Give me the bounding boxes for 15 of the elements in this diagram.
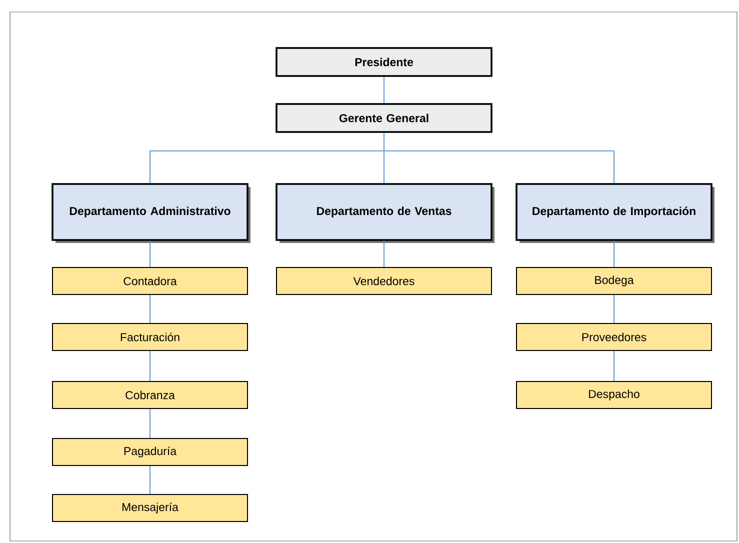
- unit-box: Cobranza: [52, 381, 248, 409]
- manager-box: Presidente: [276, 47, 492, 77]
- connector-line: [384, 132, 614, 184]
- unit-box: Despacho: [516, 381, 712, 409]
- department-box: Departamento Administrativo: [52, 183, 248, 241]
- unit-box: Contadora: [52, 267, 248, 295]
- unit-box: Pagaduría: [52, 438, 248, 466]
- unit-box: Proveedores: [516, 323, 712, 351]
- department-box: Departamento de Importación: [516, 183, 712, 241]
- unit-box: Facturación: [52, 323, 248, 351]
- department-box: Departamento de Ventas: [276, 183, 492, 241]
- unit-box: Vendedores: [276, 267, 492, 295]
- unit-box: Mensajería: [52, 494, 248, 522]
- manager-box: Gerente General: [276, 103, 492, 133]
- unit-box: Bodega: [516, 267, 712, 295]
